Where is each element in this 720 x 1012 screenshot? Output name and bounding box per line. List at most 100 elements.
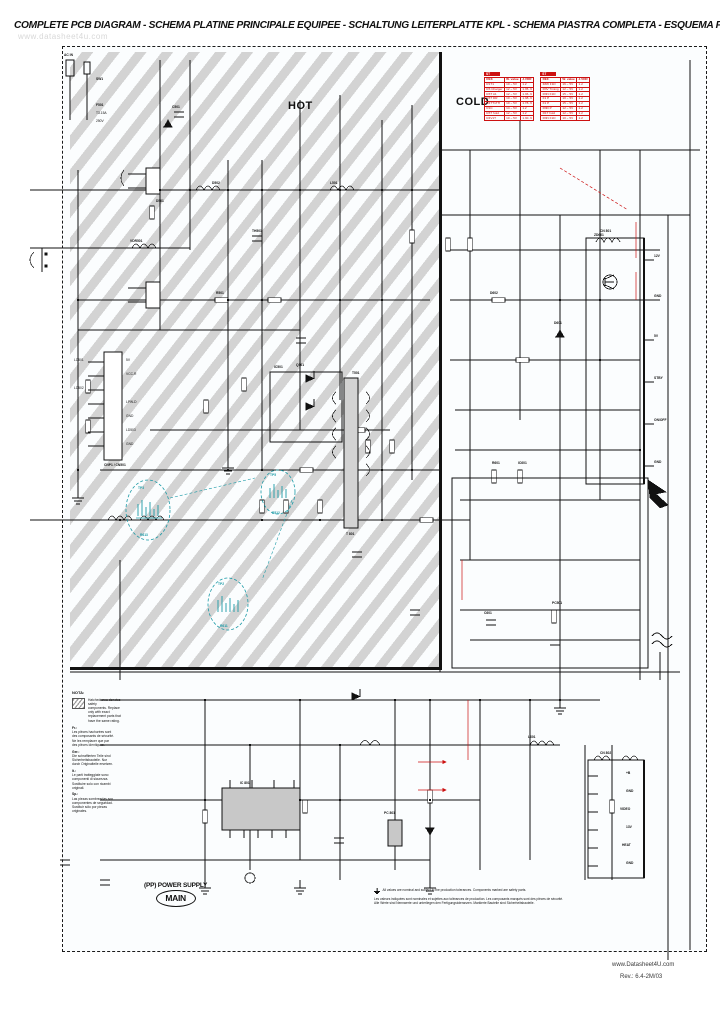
legend-cell-ref: R4V1T <box>484 115 505 122</box>
part-label: L501 <box>330 181 338 185</box>
legend-cell-vdr: 1.30..9 <box>519 115 535 122</box>
pin-label: GND <box>654 294 662 298</box>
footer-site-url: www.Datasheet4U.com <box>612 962 675 968</box>
notes-group-heading: Sp.: <box>72 792 79 797</box>
pin-label: GND <box>126 442 134 446</box>
legend-cell-value: 10 ~ 5V <box>559 115 578 122</box>
notes-hatched-text: Hatched area denotes safety components. … <box>88 697 121 723</box>
test-point-label-tp5: TP5 <box>270 473 277 477</box>
hatch-swatch-icon <box>72 697 85 709</box>
part-rating-fuse-current: T3.15A <box>96 111 107 115</box>
pin-label: LD502 <box>74 386 84 390</box>
safety-line-row: All values are nominal and subject to th… <box>374 888 636 895</box>
part-label: D601 <box>554 321 562 325</box>
pin-label: GND <box>126 414 134 418</box>
test-point-label-tp2: TP2 <box>218 582 225 586</box>
legend-tag-left: ST <box>484 72 500 77</box>
safety-note-box: All values are nominal and subject to th… <box>374 888 636 906</box>
notes-group-heading: Ger.: <box>72 749 80 754</box>
pin-label: 5V <box>654 334 659 338</box>
safety-line-1: All values are nominal and subject to th… <box>382 888 527 892</box>
notes-group-heading: Fr.: <box>72 725 78 730</box>
pin-label: STBY <box>654 376 663 380</box>
notes-group-body: Le parti tratteggiate sono componenti di… <box>72 773 111 790</box>
board-name-badge: MAIN <box>155 890 196 907</box>
pin-label: GND <box>654 460 662 464</box>
test-point-ref-tp5: R512 <box>272 511 280 515</box>
notes-hatched-row: Hatched area denotes safety components. … <box>72 697 184 723</box>
test-point-label-tp3: TP3 <box>138 486 145 490</box>
part-label: C501 <box>172 105 180 109</box>
part-label: L601 <box>528 735 536 739</box>
pin-label: LD503 <box>126 428 136 432</box>
title-watermark: www.datasheet4u.com <box>18 32 108 41</box>
part-label: R501 <box>216 291 224 295</box>
part-rating-fuse-voltage: 250V <box>96 119 104 123</box>
part-label: PC501 <box>552 601 563 605</box>
bottom-connector-label: CN 802 <box>600 751 612 755</box>
part-label: Q501 <box>296 363 305 367</box>
optocoupler-label: PC 801 <box>384 811 395 815</box>
test-point-ref-tp2: R611 <box>220 624 228 628</box>
right-connector-label: CN 801 <box>600 229 612 233</box>
main-ic-label: IC 801 <box>240 781 250 785</box>
hot-zone-label: HOT <box>288 100 313 112</box>
ground-symbol-icon <box>374 888 380 895</box>
legend-cell-value: 10 ~ 5V <box>503 115 521 122</box>
pin-label: 13V <box>626 825 632 829</box>
legend-cell-vdr: 1.2 <box>576 115 591 122</box>
part-label: D502 <box>212 181 220 185</box>
pin-label: LPW-D <box>126 400 137 404</box>
part-label-ac-in: AC IN <box>64 53 73 57</box>
part-label: C601 <box>484 611 492 615</box>
part-label: D501 <box>156 199 164 203</box>
test-point-ref-tp3: R613 <box>140 533 148 537</box>
transformer-label: T 801 <box>346 532 355 536</box>
part-label: IC601 <box>518 461 527 465</box>
page-title: COMPLETE PCB DIAGRAM - SCHEMA PLATINE PR… <box>14 20 720 31</box>
safety-line-3: Alle Werte sind Nennwerte und unterliege… <box>374 901 535 906</box>
pin-label: GND <box>626 789 634 793</box>
footer-revision: Rev.: 6.4-2M/03 <box>620 974 663 980</box>
part-label: VDR501 <box>130 239 143 243</box>
pin-label: ON/OFF <box>654 418 667 422</box>
part-label: IC501 <box>274 365 283 369</box>
notes-group-heading: It.: <box>72 768 77 773</box>
legend-tag-right: ST <box>540 72 557 77</box>
notes-block: NOTA: Hatched area denotes safety compon… <box>72 690 184 816</box>
notes-group: Fr.:Les pièces hachurées sont des compos… <box>72 726 184 747</box>
pin-label: VIDEO <box>620 807 631 811</box>
notes-title: NOTA: <box>72 690 85 695</box>
notes-group-body: Les pièces hachurées sont des composants… <box>72 730 114 747</box>
notes-group: Ger.:Die schraffierten Teile sind Sicher… <box>72 750 184 767</box>
safety-line-2: Les valeurs indiquées sont nominales et … <box>374 897 564 901</box>
pin-label: GND <box>626 861 634 865</box>
left-connector-label: CNP1 / CN501 <box>104 463 126 467</box>
pin-label: LD501 <box>74 358 84 362</box>
pin-label: VCC-R <box>126 372 137 376</box>
notes-group-body: Las piezas sombreadas son componentes de… <box>72 796 114 814</box>
power-supply-label: (PP) POWER SUPPLY <box>144 882 208 889</box>
part-label-sw1: SW1 <box>96 77 104 81</box>
pin-label: +B <box>626 771 631 775</box>
pin-label: 5V <box>126 358 131 362</box>
hot-safety-hatched-zone <box>70 52 442 670</box>
notes-group: Sp.:Las piezas sombreadas son componente… <box>72 792 184 813</box>
part-label: ZD601 <box>594 233 604 237</box>
cold-zone-label: COLD <box>456 96 490 108</box>
part-label: D602 <box>490 291 498 295</box>
part-label: TH501 <box>252 229 262 233</box>
notes-group: It.:Le parti tratteggiate sono component… <box>72 769 184 790</box>
part-label: R601 <box>492 461 500 465</box>
pin-label: 12V <box>654 254 660 258</box>
part-label-f501: F501 <box>96 103 104 107</box>
part-label: T501 <box>352 371 360 375</box>
